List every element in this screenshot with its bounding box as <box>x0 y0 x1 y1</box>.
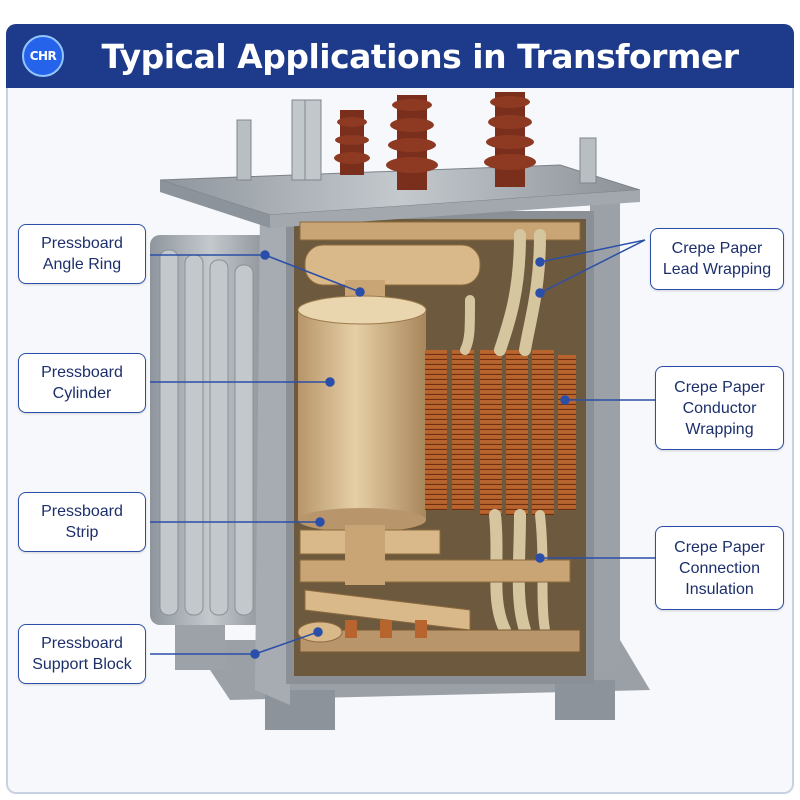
label-line: Support Block <box>32 656 132 673</box>
label-line: Pressboard <box>41 235 123 252</box>
lv-bushings <box>236 99 597 184</box>
tank-left-wall <box>255 210 290 705</box>
label-line: Pressboard <box>41 503 123 520</box>
hv-bushings <box>334 92 536 190</box>
label-line: Wrapping <box>685 420 754 438</box>
title-bar <box>6 24 794 88</box>
pressboard-cylinder <box>297 295 427 532</box>
label-line: Crepe Paper <box>674 378 765 396</box>
label-crepe-paper-conductor-wrapping: Crepe Paper Conductor Wrapping <box>655 366 784 450</box>
label-line: Connection <box>679 559 760 577</box>
label-line: Strip <box>65 524 99 541</box>
label-pressboard-cylinder: Pressboard Cylinder <box>18 353 146 413</box>
label-line: Pressboard <box>41 635 123 652</box>
pressboard-support-blocks <box>297 620 581 653</box>
label-line: Crepe Paper <box>674 538 765 556</box>
label-crepe-paper-lead-wrapping: Crepe Paper Lead Wrapping <box>650 228 784 290</box>
label-line: Pressboard <box>41 364 123 381</box>
label-line: Insulation <box>685 580 754 598</box>
tank-right-wall <box>590 195 620 680</box>
company-logo: CHR <box>22 35 64 77</box>
label-pressboard-support-block: Pressboard Support Block <box>18 624 146 684</box>
radiator-fins <box>150 235 270 625</box>
label-line: Crepe Paper <box>671 240 763 257</box>
label-crepe-paper-connection-insulation: Crepe Paper Connection Insulation <box>655 526 784 610</box>
page-title: Typical Applications in Transformer <box>101 37 740 76</box>
copper-windings <box>425 350 576 515</box>
label-line: Angle Ring <box>42 256 122 273</box>
label-line: Conductor <box>682 399 757 417</box>
label-pressboard-strip: Pressboard Strip <box>18 492 146 552</box>
pressboard-strips <box>299 525 571 631</box>
label-line: Lead Wrapping <box>662 261 772 278</box>
label-pressboard-angle-ring: Pressboard Angle Ring <box>18 224 146 284</box>
callout-lines <box>150 239 655 659</box>
label-line: Cylinder <box>52 385 112 402</box>
transformer-illustration <box>150 92 655 730</box>
